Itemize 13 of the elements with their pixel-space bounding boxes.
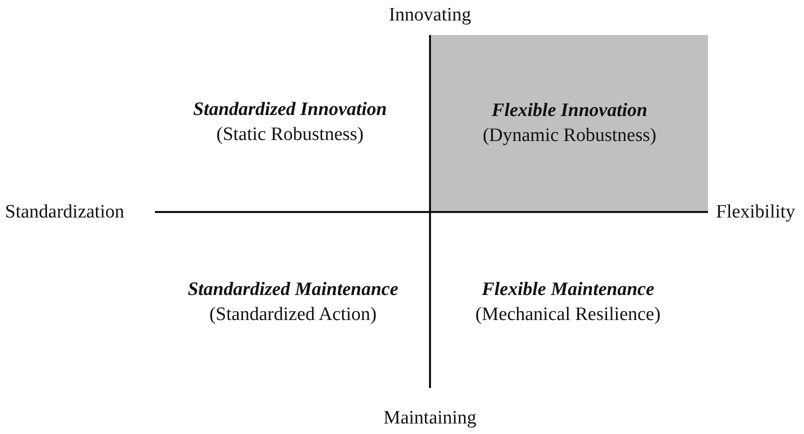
quadrant-subtitle: (Mechanical Resilience) — [475, 303, 661, 327]
shaded-quadrant — [431, 35, 708, 211]
quadrant-subtitle: (Static Robustness) — [216, 123, 364, 147]
axis-label: Innovating — [388, 4, 472, 28]
axis-label: Maintaining — [384, 406, 476, 430]
quadrant-heading: Flexible Innovation — [492, 99, 648, 123]
quadrant-heading: Standardized Maintenance — [188, 278, 398, 302]
quadrant-heading: Standardized Innovation — [193, 98, 387, 122]
quadrant-subtitle: (Standardized Action) — [209, 303, 377, 327]
axis-label: Flexibility — [716, 200, 796, 224]
quadrant-heading: Flexible Maintenance — [482, 278, 654, 302]
axis-label: Standardization — [5, 200, 124, 224]
quadrant-subtitle: (Dynamic Robustness) — [482, 124, 656, 148]
